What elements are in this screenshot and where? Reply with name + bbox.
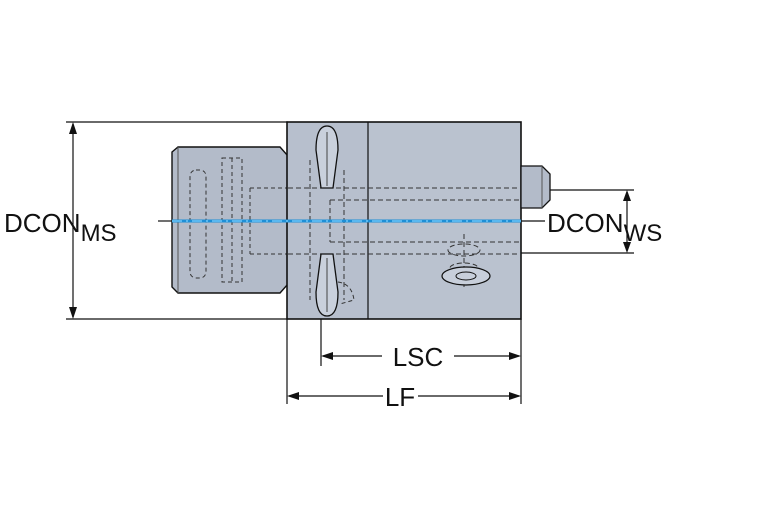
arrow-dcon-ms-bottom bbox=[69, 307, 77, 319]
screw-hole-top bbox=[447, 243, 481, 257]
dimension-lines bbox=[66, 121, 634, 404]
arrow-lf-right bbox=[509, 392, 521, 400]
shank-hidden-pocket-left bbox=[189, 169, 207, 279]
dcon-ms-label: DCONMS bbox=[4, 208, 117, 247]
clamping-key-hidden-curve bbox=[337, 281, 355, 305]
work-side-spigot bbox=[520, 165, 551, 209]
arrow-lf-left bbox=[287, 392, 299, 400]
arrow-lsc-left bbox=[321, 352, 333, 360]
arrowheads bbox=[69, 122, 631, 400]
arrow-dcon-ms-top bbox=[69, 122, 77, 134]
dcon-ws-label: DCONWS bbox=[547, 208, 662, 247]
dimension-labels: DCONMS DCONWS LSC LF bbox=[4, 208, 662, 412]
arrow-dcon-ws-bottom bbox=[623, 242, 631, 253]
arrow-lsc-right bbox=[509, 352, 521, 360]
spigot-outline bbox=[520, 165, 551, 209]
screw-head bbox=[441, 266, 491, 286]
arrow-dcon-ws-top bbox=[623, 190, 631, 201]
lf-label: LF bbox=[385, 382, 415, 412]
lsc-label: LSC bbox=[393, 342, 444, 372]
screw-socket bbox=[455, 271, 477, 281]
